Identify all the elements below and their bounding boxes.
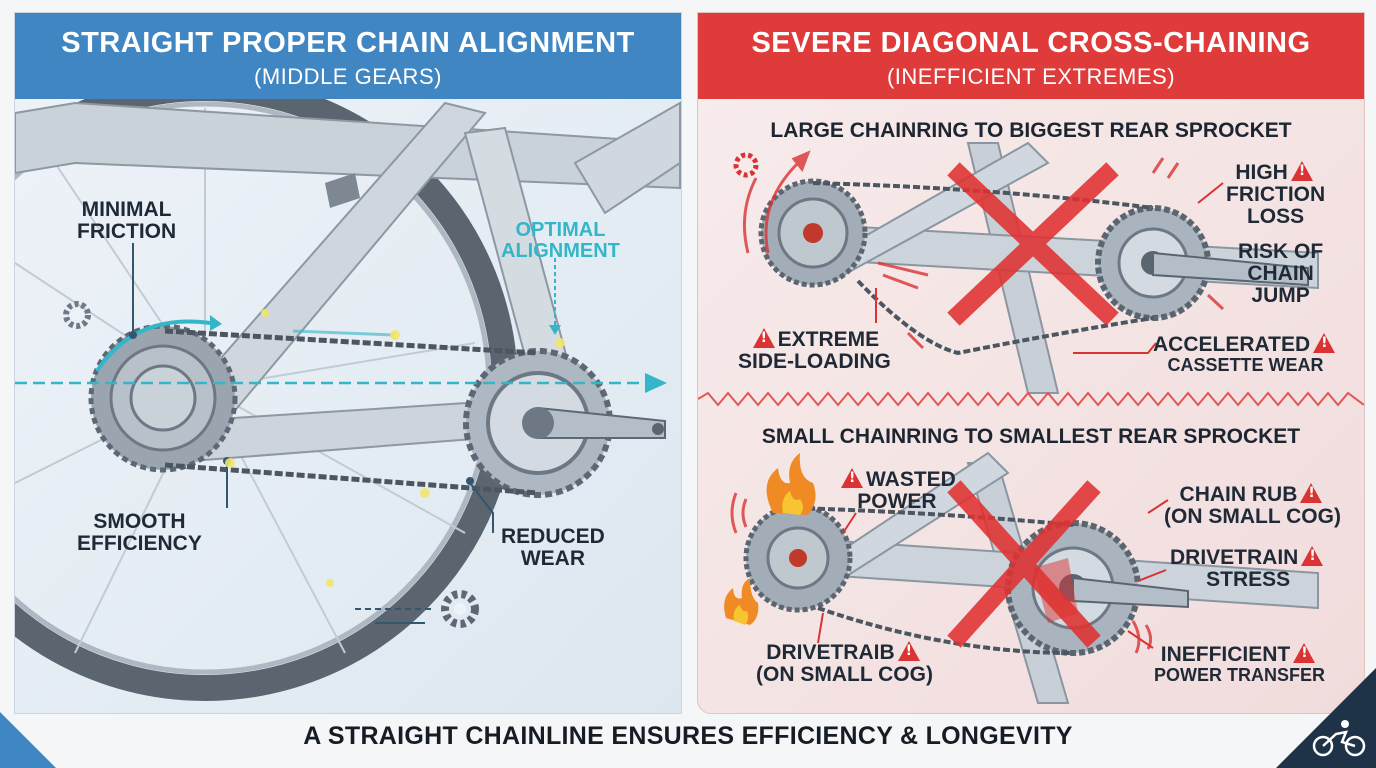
cross-mark-icon <box>947 162 1119 326</box>
crossed-chain <box>797 506 1074 655</box>
warning-icon <box>841 468 863 488</box>
front-chainring <box>1095 205 1309 321</box>
rear-cassette <box>88 323 238 473</box>
label-drivetrain-stress: DRIVETRAIN STRESS <box>1170 546 1326 591</box>
panel-subtitle: (MIDDLE GEARS) <box>254 64 442 89</box>
stress-marks <box>742 150 1225 350</box>
sparkles <box>225 309 565 587</box>
alignment-axis <box>15 258 667 393</box>
leader-lines <box>817 499 1169 649</box>
section-divider <box>698 391 1364 407</box>
top-scene <box>733 141 1319 394</box>
warning-icon <box>1313 333 1336 353</box>
proper-alignment-banner: STRAIGHT PROPER CHAIN ALIGNMENT (MIDDLE … <box>15 13 681 99</box>
proper-alignment-panel: STRAIGHT PROPER CHAIN ALIGNMENT (MIDDLE … <box>14 12 682 714</box>
label-chain-rub: CHAIN RUB (ON SMALL COG) <box>1164 483 1341 528</box>
panel-title: STRAIGHT PROPER CHAIN ALIGNMENT <box>61 27 635 59</box>
rear-cassette <box>758 178 868 288</box>
label-wasted-power: WASTED POWER <box>838 468 956 513</box>
warning-icon <box>1300 483 1323 503</box>
warning-icon <box>1301 546 1324 566</box>
cross-chaining-panel: SEVERE DIAGONAL CROSS-CHAINING (INEFFICI… <box>697 12 1365 714</box>
bottom-scene <box>724 451 1319 704</box>
crossed-chain <box>812 181 1154 356</box>
footer-caption: A STRAIGHT CHAINLINE ENSURES EFFICIENCY … <box>303 722 1073 750</box>
warning-icon <box>1293 643 1316 663</box>
label-drivetraib: DRIVETRAIB (ON SMALL COG) <box>756 641 933 686</box>
rear-cassette <box>743 503 853 613</box>
gear-icon <box>63 301 91 329</box>
bike-frame <box>15 101 681 465</box>
stress-marks <box>730 492 1153 654</box>
label-extreme-side-loading: EXTREME SIDE-LOADING <box>738 328 891 373</box>
leader-lines <box>875 182 1224 354</box>
corner-accent <box>0 712 56 768</box>
flame-icon <box>766 453 816 515</box>
cyclist-icon <box>1312 720 1366 757</box>
warning-icon <box>752 328 775 348</box>
warning-icon <box>897 641 920 661</box>
gear-icon <box>733 152 759 178</box>
leader-lines <box>129 243 494 533</box>
warning-icon <box>1290 161 1313 181</box>
cross-chaining-illustration <box>698 141 1364 704</box>
cross-mark-icon <box>947 480 1101 648</box>
panel-subtitle: (INEFFICIENT EXTREMES) <box>886 64 1176 89</box>
top-section-heading: LARGE CHAINRING TO BIGGEST REAR SPROCKET <box>770 119 1292 142</box>
label-accelerated-cassette-wear: ACCELERATED CASSETTE WEAR <box>1153 333 1338 375</box>
proper-alignment-illustration <box>15 75 681 701</box>
gear-icon <box>355 590 479 628</box>
bottom-section-heading: SMALL CHAINRING TO SMALLEST REAR SPROCKE… <box>761 425 1301 448</box>
cross-chaining-banner: SEVERE DIAGONAL CROSS-CHAINING (INEFFICI… <box>698 13 1364 99</box>
panel-title: SEVERE DIAGONAL CROSS-CHAINING <box>751 27 1311 59</box>
corner-accent <box>1276 668 1376 768</box>
flame-icon <box>724 578 759 625</box>
front-chainring <box>463 348 666 498</box>
